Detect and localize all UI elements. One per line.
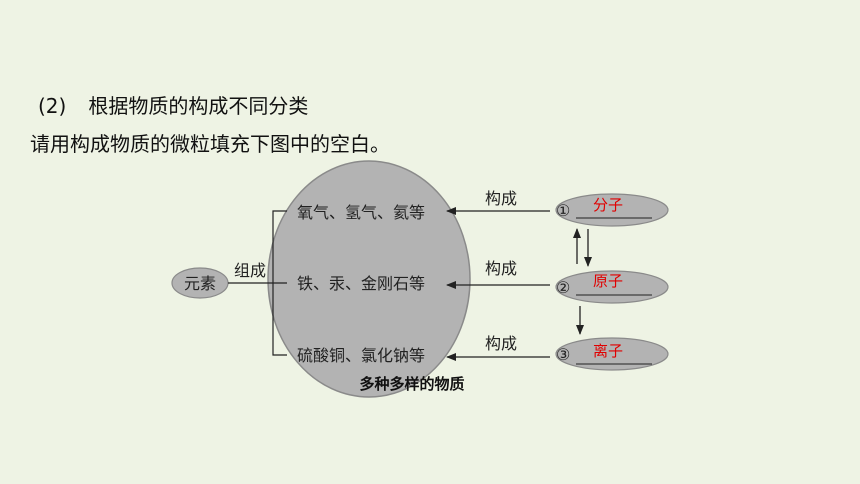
circle-label: 多种多样的物质	[359, 375, 464, 393]
section-title: 根据物质的构成不同分类	[88, 94, 309, 118]
particle-atom: ② 原子	[555, 270, 669, 304]
compose-label: 组成	[234, 261, 266, 280]
substance-label-2: 铁、汞、金刚石等	[297, 274, 425, 293]
particle-marker-3: ③	[556, 345, 570, 364]
answer-text-2: 原子	[593, 272, 623, 290]
substances-circle	[267, 160, 471, 398]
section-number: (2)	[38, 94, 67, 118]
particle-ion: ③ 离子	[555, 337, 669, 371]
instruction-text: 请用构成物质的微粒填充下图中的空白。	[30, 132, 390, 156]
answer-text-1: 分子	[593, 196, 623, 214]
substance-label-1: 氧气、氢气、氦等	[297, 203, 425, 222]
constitute-label-2: 构成	[485, 259, 517, 278]
answer-text-3: 离子	[593, 342, 623, 360]
particle-molecule: ① 分子	[555, 193, 669, 227]
substance-label-3: 硫酸铜、氯化钠等	[297, 346, 425, 365]
particle-marker-2: ②	[556, 278, 570, 297]
constitute-label-3: 构成	[485, 334, 517, 353]
particle-ellipse-3	[555, 337, 669, 371]
substance-bracket	[272, 210, 287, 356]
constitute-label-1: 构成	[485, 189, 517, 208]
element-label: 元素	[184, 274, 216, 293]
particle-marker-1: ①	[556, 201, 570, 220]
section-heading: (2) 根据物质的构成不同分类	[38, 90, 308, 119]
